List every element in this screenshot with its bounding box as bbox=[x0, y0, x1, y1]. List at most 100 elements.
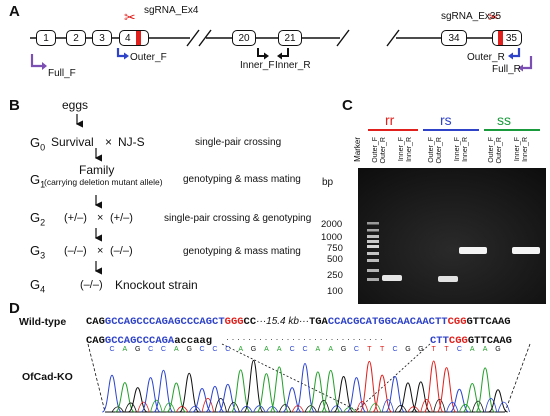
chromatogram-noise-peak bbox=[407, 406, 420, 413]
breeding-arrows bbox=[75, 114, 102, 275]
chromatogram-noise-peak bbox=[471, 400, 485, 413]
chromatogram-base-letter: G bbox=[418, 346, 423, 353]
chromatogram-peak bbox=[307, 371, 328, 413]
chromatogram-base-letter: T bbox=[432, 346, 437, 353]
scissors-icon: ✂ bbox=[124, 9, 136, 25]
g2-step: single-pair crossing & genotyping bbox=[164, 213, 312, 224]
chromatogram-peak bbox=[410, 381, 431, 413]
g3-genotype-b: (–/–) bbox=[110, 245, 133, 257]
chromatogram-noise-peak bbox=[278, 404, 292, 413]
chromatogram-base-letter: G bbox=[251, 346, 256, 353]
lane-label: Inner_R bbox=[462, 137, 469, 162]
chromatogram-peak bbox=[269, 366, 290, 413]
chromatogram-peak bbox=[346, 377, 367, 413]
chromatogram-noise-peak bbox=[317, 400, 330, 413]
chromatogram-noise-peak bbox=[459, 404, 472, 413]
chromatogram-peak bbox=[333, 375, 354, 413]
chromatogram-peak bbox=[436, 367, 457, 413]
chromatogram-noise-peak bbox=[137, 401, 150, 413]
lane-label: Inner_F bbox=[514, 137, 521, 162]
g4-genotype: (–/–) bbox=[80, 279, 103, 291]
group-label-rr: rr bbox=[385, 112, 395, 128]
chromatogram-base-letter: G bbox=[341, 346, 346, 353]
gene-structure-diagram bbox=[30, 29, 533, 72]
chromatogram-base-letter: C bbox=[109, 346, 114, 353]
chromatogram-noise-peak bbox=[394, 404, 408, 413]
g1-step: genotyping & mass mating bbox=[183, 174, 301, 185]
chromatogram-peak bbox=[462, 383, 483, 413]
chromatogram-noise-peak bbox=[304, 405, 317, 413]
eggs-label: eggs bbox=[62, 98, 89, 112]
ladder-label: 750 bbox=[327, 243, 343, 254]
panel-b-letter: B bbox=[9, 97, 20, 114]
chromatogram-noise-peak bbox=[368, 403, 382, 413]
g2-cross: × bbox=[97, 212, 104, 224]
chromatogram-base-letter: C bbox=[200, 346, 205, 353]
chromatogram-base-letter: A bbox=[174, 346, 179, 353]
chromatogram-peak bbox=[230, 369, 251, 413]
chromatogram-peak bbox=[114, 382, 135, 413]
panel-c-letter: C bbox=[342, 97, 353, 114]
panel-d-letter: D bbox=[9, 300, 20, 317]
chromatogram-noise-peak bbox=[446, 402, 459, 413]
chromatogram-peak bbox=[423, 360, 444, 413]
chromatogram-peak bbox=[359, 360, 380, 413]
g2-genotype-b: (+/–) bbox=[110, 212, 133, 224]
chromatogram-peak bbox=[398, 382, 418, 413]
outer-f-label: Outer_F bbox=[130, 52, 167, 63]
group-label-rs: rs bbox=[440, 112, 452, 128]
sgrna-ex4-label: sgRNA_Ex4 bbox=[144, 5, 199, 16]
ko-deletion-dots: · · · · · · · · · · · · · · · · · · · · … bbox=[226, 334, 383, 344]
g1-note: (carrying deletion mutant allele) bbox=[44, 177, 163, 187]
chromatogram-base-letter: T bbox=[380, 346, 385, 353]
chromatogram-noise-peak bbox=[484, 398, 498, 413]
chromatogram-noise-peak bbox=[188, 405, 202, 413]
ladder-label: 100 bbox=[327, 286, 343, 297]
chromatogram-noise-peak bbox=[291, 405, 305, 413]
group-label-ss: ss bbox=[497, 112, 511, 128]
chromatogram-noise-peak bbox=[420, 399, 433, 413]
chromatogram-noise-peak bbox=[124, 402, 137, 413]
exon-3: 3 bbox=[92, 30, 112, 46]
chromatogram-peak bbox=[243, 359, 264, 413]
cut-site-ex35 bbox=[498, 31, 503, 45]
lane-label: Outer_R bbox=[436, 137, 443, 164]
chromatogram-noise-peak bbox=[201, 397, 215, 413]
ladder-label: 2000 bbox=[321, 219, 343, 230]
chromatogram-peak bbox=[372, 374, 393, 413]
g0-label: G0 bbox=[30, 135, 46, 153]
panel-a-letter: A bbox=[9, 3, 20, 20]
exon-20: 20 bbox=[232, 30, 256, 46]
chromatogram-peak bbox=[384, 375, 406, 413]
g1-family: Family bbox=[79, 163, 115, 177]
chromatogram-noise-peak bbox=[111, 406, 124, 413]
exon-4: 4 bbox=[119, 30, 149, 46]
g2-genotype-a: (+/–) bbox=[64, 212, 87, 224]
chromatogram-base-letter: A bbox=[483, 346, 488, 353]
g0-survival: Survival bbox=[51, 135, 94, 149]
lane-label: Outer_R bbox=[496, 137, 503, 164]
lane-label: Outer_F bbox=[428, 137, 435, 163]
lane-label-marker: Marker bbox=[353, 137, 362, 162]
gel-image bbox=[358, 168, 546, 304]
chromatogram-base-letter: C bbox=[225, 346, 230, 353]
chromatogram-peak bbox=[475, 367, 496, 413]
group-underline-rr bbox=[368, 129, 418, 131]
exon-35: 35 bbox=[492, 30, 522, 46]
chromatogram-base-letter: G bbox=[186, 346, 191, 353]
chromatogram-base-letter: A bbox=[123, 346, 128, 353]
sgrna-ex35-label: sgRNA_Ex35 bbox=[441, 11, 502, 22]
chromatogram-noise-peak bbox=[163, 402, 176, 413]
g4-label: G4 bbox=[30, 277, 46, 295]
chromatogram-base-letter: G bbox=[495, 346, 500, 353]
chromatogram-peak bbox=[488, 389, 508, 413]
outer-r-label: Outer_R bbox=[467, 52, 505, 63]
ladder-label: 1000 bbox=[321, 232, 343, 243]
ladder-label: 250 bbox=[327, 270, 343, 281]
chromatogram-peak bbox=[205, 385, 225, 413]
chromatogram-peak bbox=[282, 387, 303, 413]
g1-label: G1 bbox=[30, 172, 46, 190]
lane-label: Outer_R bbox=[380, 137, 387, 164]
chromatogram-noise-peak bbox=[214, 398, 227, 413]
chromatogram-base-letter: C bbox=[212, 346, 217, 353]
